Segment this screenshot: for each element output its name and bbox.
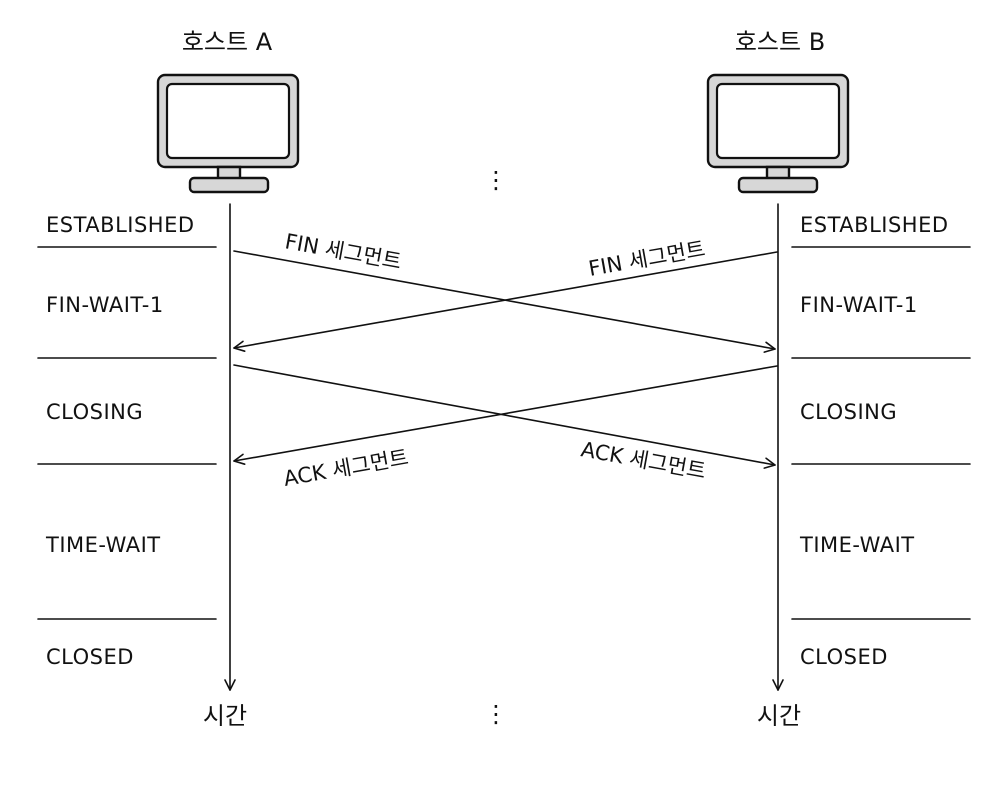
host-b-state-fin-wait-1: FIN-WAIT-1 xyxy=(800,293,918,317)
ack-segment-label-b-to-a: ACK 세그먼트 xyxy=(282,445,411,491)
ellipsis-top: ⋮ xyxy=(484,166,508,194)
ack-segment-arrow-a-to-b xyxy=(233,364,776,469)
ack-segment-arrow-b-to-a xyxy=(233,365,778,466)
host-b-state-established: ESTABLISHED xyxy=(800,213,949,237)
monitor-icon xyxy=(156,73,300,194)
host-a-state-established: ESTABLISHED xyxy=(46,213,195,237)
host-b-label: 호스트 B xyxy=(735,28,825,56)
host-a-state-fin-wait-1: FIN-WAIT-1 xyxy=(46,293,164,317)
host-b-time-label: 시간 xyxy=(757,702,801,730)
fin-segment-label-a-to-b: FIN 세그먼트 xyxy=(283,229,403,274)
monitor-icon xyxy=(706,73,850,194)
host-a-state-closed: CLOSED xyxy=(46,645,134,669)
ellipsis-bottom: ⋮ xyxy=(484,700,508,728)
host-b-state-closed: CLOSED xyxy=(800,645,888,669)
ack-segment-label-a-to-b: ACK 세그먼트 xyxy=(579,437,708,483)
host-b-state-time-wait: TIME-WAIT xyxy=(799,533,915,557)
host-a-time-label: 시간 xyxy=(203,702,247,730)
host-a-label: 호스트 A xyxy=(182,28,273,56)
fin-segment-arrow-b-to-a xyxy=(233,251,778,352)
host-a-state-time-wait: TIME-WAIT xyxy=(45,533,161,557)
host-a-state-closing: CLOSING xyxy=(46,400,143,424)
host-b-state-closing: CLOSING xyxy=(800,400,897,424)
